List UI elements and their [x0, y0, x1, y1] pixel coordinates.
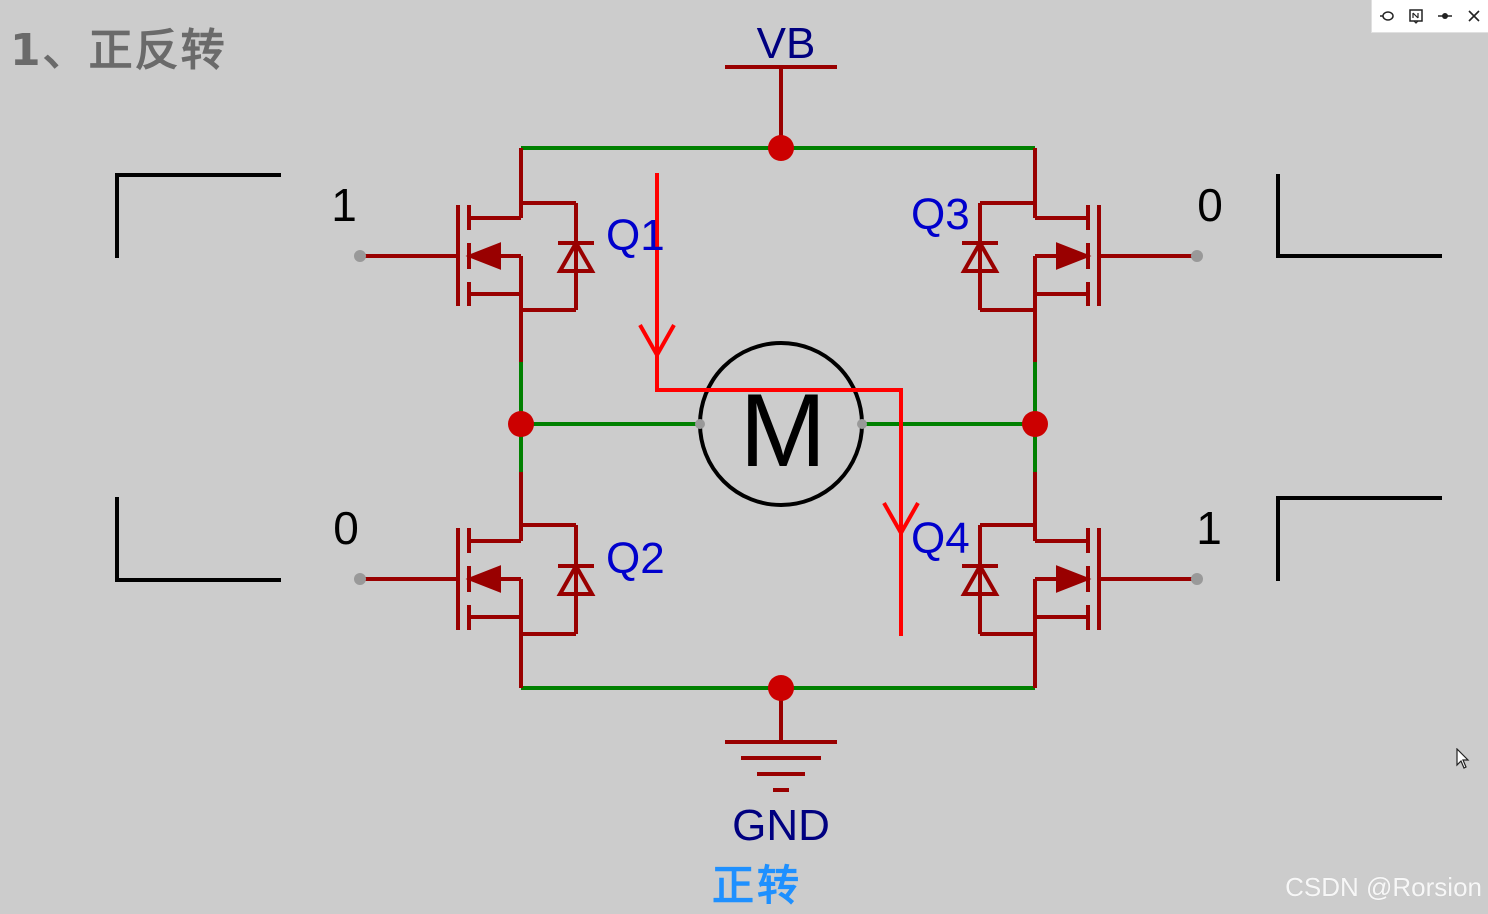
input-q3-value: 0 — [1197, 179, 1223, 231]
waveform-q1-high — [115, 173, 281, 258]
junction-right — [1022, 411, 1048, 437]
waveform-q2-low — [115, 497, 281, 582]
junction-gnd — [768, 675, 794, 701]
transistor-q4 — [960, 472, 1197, 688]
waveform-q4-high — [1276, 496, 1442, 581]
q1-label: Q1 — [606, 211, 665, 260]
current-path-arrow — [638, 173, 920, 636]
vb-label: VB — [757, 19, 816, 68]
transistor-q3 — [960, 148, 1197, 362]
input-waveforms — [115, 173, 1442, 582]
input-q2-value: 0 — [333, 502, 359, 554]
caption-label: 正转 — [712, 861, 803, 910]
pin-icon[interactable] — [1375, 4, 1399, 28]
q3-label: Q3 — [911, 190, 970, 239]
transistor-q1 — [360, 148, 596, 362]
q2-label: Q2 — [606, 534, 665, 583]
input-q4-value: 1 — [1196, 502, 1222, 554]
mouse-cursor-icon — [1456, 747, 1470, 775]
connect-icon[interactable] — [1433, 4, 1457, 28]
junction-left — [508, 411, 534, 437]
motor-label: M — [740, 373, 827, 489]
gate-pins — [354, 250, 1203, 585]
waveform-q3-low — [1276, 174, 1442, 258]
close-icon[interactable] — [1462, 4, 1486, 28]
page-title: 1、正反转 — [10, 25, 227, 76]
vb-supply-symbol — [725, 65, 837, 148]
floating-toolbar — [1371, 0, 1488, 33]
gnd-label: GND — [732, 801, 830, 850]
input-q1-value: 1 — [331, 179, 357, 231]
note-icon[interactable] — [1404, 4, 1428, 28]
ground-symbol — [725, 688, 837, 792]
watermark: CSDN @Rorsion — [1285, 872, 1482, 902]
q4-label: Q4 — [911, 514, 970, 563]
junctions — [508, 135, 1048, 701]
junction-vb — [768, 135, 794, 161]
transistor-q2 — [360, 472, 596, 688]
motor-symbol — [695, 341, 867, 507]
